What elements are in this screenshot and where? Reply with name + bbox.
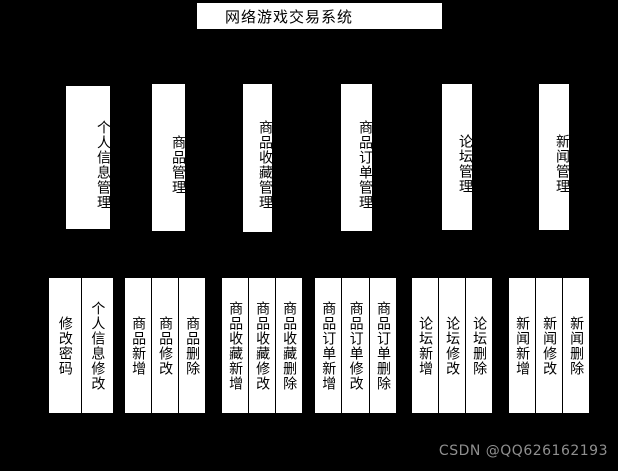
level3-node-news-add[interactable]: 新闻新增 [509, 278, 536, 413]
level3-node-forum-delete[interactable]: 论坛删除 [466, 278, 492, 413]
level3-node-label: 新闻删除 [568, 315, 585, 376]
connector-level3-bus [14, 266, 604, 267]
level3-node-news-edit[interactable]: 新闻修改 [536, 278, 563, 413]
level2-node-label: 商品订单管理 [357, 119, 373, 210]
connector-level2-3-down [257, 233, 258, 266]
level3-node-label: 商品订单修改 [347, 300, 364, 391]
level3-node-product-delete[interactable]: 商品删除 [179, 278, 205, 413]
level3-node-favorite-edit[interactable]: 商品收藏修改 [249, 278, 276, 413]
connector-root-down [308, 30, 309, 52]
connector-to-level2-1 [88, 52, 89, 85]
level3-node-label: 论坛新增 [417, 315, 434, 376]
connector-level2-5-down [456, 231, 457, 266]
level3-node-product-add[interactable]: 商品新增 [125, 278, 152, 413]
connector-to-level2-4 [356, 52, 357, 83]
level2-node-label: 论坛管理 [457, 134, 473, 194]
level3-node-favorite-delete[interactable]: 商品收藏删除 [276, 278, 302, 413]
level3-node-label: 商品删除 [184, 315, 201, 376]
connector-to-level2-3 [257, 52, 258, 83]
level3-node-label: 个人信息修改 [89, 300, 106, 391]
level2-node-product-management[interactable]: 商品管理 [151, 83, 186, 232]
level3-node-favorite-add[interactable]: 商品收藏新增 [222, 278, 249, 413]
level3-node-label: 商品订单新增 [320, 300, 337, 391]
level3-node-news-delete[interactable]: 新闻删除 [563, 278, 589, 413]
level3-node-label: 新闻修改 [541, 315, 558, 376]
level3-group-news-management: 新闻新增 新闻修改 新闻删除 [508, 277, 590, 414]
level2-node-personal-info-management[interactable]: 个人信息管理 [65, 85, 111, 230]
level3-node-change-password[interactable]: 修改密码 [49, 278, 82, 413]
level3-node-forum-add[interactable]: 论坛新增 [412, 278, 439, 413]
level3-node-order-add[interactable]: 商品订单新增 [315, 278, 343, 413]
level3-node-label: 商品收藏删除 [281, 300, 298, 391]
level3-node-label: 修改密码 [56, 315, 73, 376]
connector-level3-bus-left-stub [14, 266, 15, 278]
connector-level2-2-down [168, 232, 169, 266]
level3-node-label: 新闻新增 [514, 315, 531, 376]
level2-node-label: 商品收藏管理 [257, 120, 273, 210]
level2-node-label: 新闻管理 [554, 134, 570, 194]
connector-level2-1-down [88, 230, 89, 266]
level3-node-forum-edit[interactable]: 论坛修改 [439, 278, 466, 413]
level2-node-label: 个人信息管理 [95, 119, 111, 210]
root-node-system-title[interactable]: 网络游戏交易系统 [196, 2, 443, 30]
level2-node-forum-management[interactable]: 论坛管理 [441, 83, 473, 231]
connector-level2-6-down [553, 231, 554, 266]
connector-level3-bus-right-stub [603, 266, 604, 278]
level3-node-label: 商品收藏新增 [227, 300, 244, 391]
level3-node-label: 商品新增 [130, 315, 147, 376]
level3-node-order-delete[interactable]: 商品订单删除 [369, 278, 396, 413]
connector-level2-4-down [356, 232, 357, 266]
connector-to-level2-6 [553, 52, 554, 83]
level3-group-product-favorites-management: 商品收藏新增 商品收藏修改 商品收藏删除 [221, 277, 303, 414]
level3-node-product-edit[interactable]: 商品修改 [152, 278, 179, 413]
level2-node-product-favorites-management[interactable]: 商品收藏管理 [242, 83, 273, 233]
connector-to-level2-2 [168, 52, 169, 83]
level3-node-edit-personal-info[interactable]: 个人信息修改 [81, 278, 113, 413]
level2-node-product-order-management[interactable]: 商品订单管理 [340, 83, 373, 232]
level3-node-label: 商品收藏修改 [254, 300, 271, 391]
level3-node-label: 论坛修改 [444, 315, 461, 376]
level3-group-forum-management: 论坛新增 论坛修改 论坛删除 [411, 277, 493, 414]
level3-node-label: 论坛删除 [471, 315, 488, 376]
level3-node-label: 商品订单删除 [374, 300, 391, 391]
level3-node-label: 商品修改 [157, 315, 174, 376]
level3-group-personal-info-management: 修改密码 个人信息修改 [48, 277, 114, 414]
level2-node-label: 商品管理 [170, 134, 186, 195]
level3-node-order-edit[interactable]: 商品订单修改 [342, 278, 370, 413]
watermark-text: CSDN @QQ626162193 [438, 443, 608, 459]
root-node-label: 网络游戏交易系统 [225, 7, 354, 26]
connector-level2-bus [88, 52, 554, 53]
level3-group-product-management: 商品新增 商品修改 商品删除 [124, 277, 206, 414]
connector-to-level2-5 [456, 52, 457, 83]
level3-group-product-order-management: 商品订单新增 商品订单修改 商品订单删除 [314, 277, 397, 414]
level2-node-news-management[interactable]: 新闻管理 [538, 83, 570, 231]
